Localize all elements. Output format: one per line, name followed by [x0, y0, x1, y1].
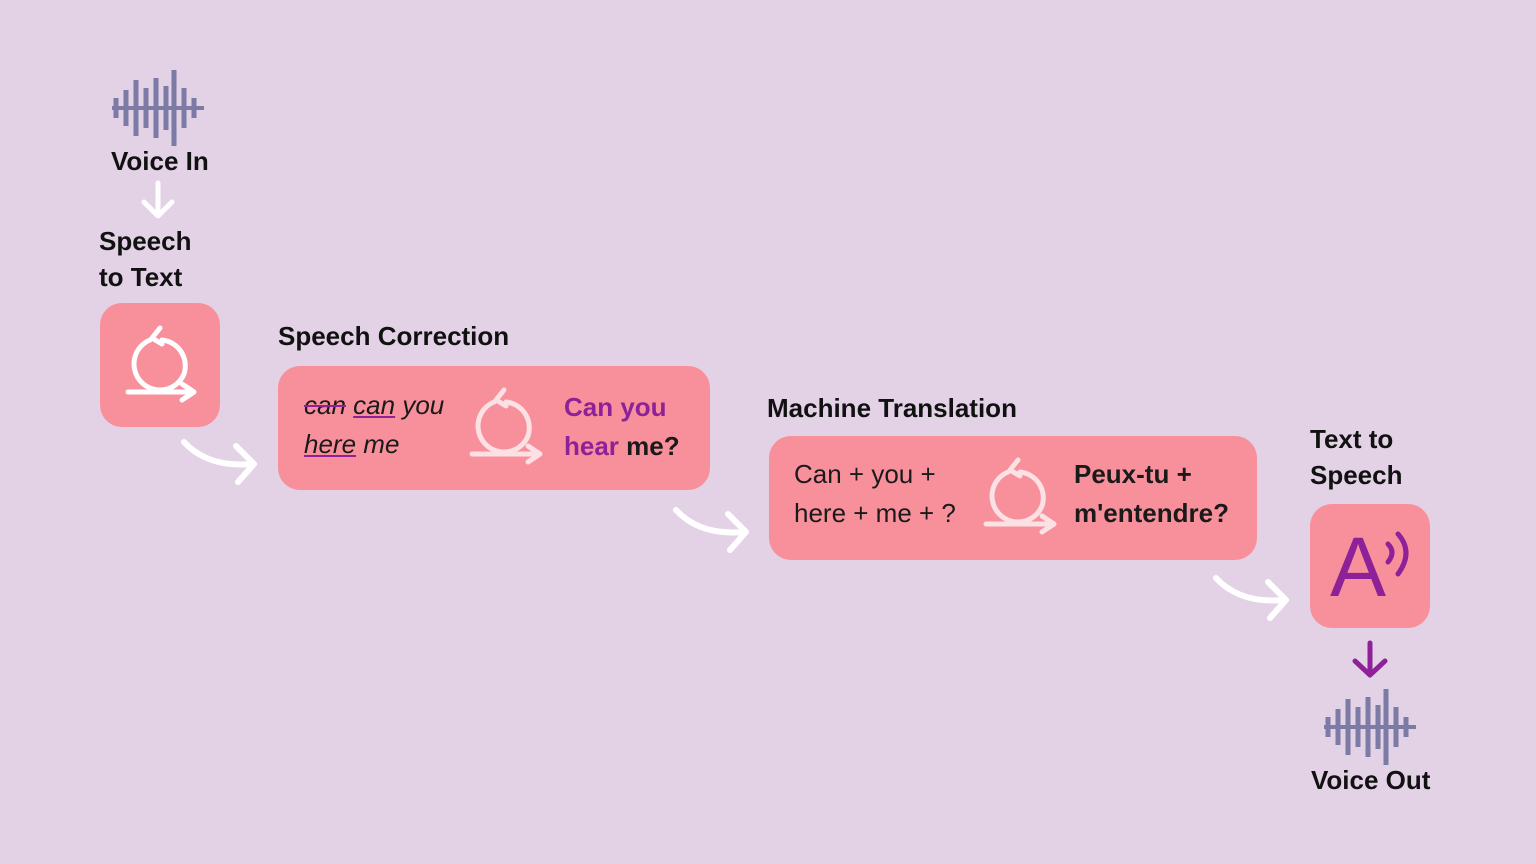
speech-to-text-box: [100, 303, 220, 427]
process-cycle-icon: [469, 387, 543, 465]
curved-arrow-icon: [1213, 575, 1289, 621]
voice-in-label: Voice In: [111, 146, 209, 176]
translation-output: Peux-tu + m'entendre?: [1074, 455, 1229, 533]
sound-waves-icon: [1385, 531, 1409, 577]
translation-input: Can + you + here + me + ?: [794, 455, 956, 533]
speech-correction-label: Speech Correction: [278, 321, 510, 351]
waveform-out-icon: [1324, 689, 1416, 765]
correction-input-line2: here me: [304, 425, 464, 464]
speech-to-text-line2: to Text: [99, 262, 183, 292]
curved-arrow-icon: [673, 507, 749, 553]
process-cycle-icon: [125, 325, 197, 403]
translation-output-line2: m'entendre?: [1074, 498, 1229, 528]
correction-input-line1: can can you: [304, 386, 464, 425]
corrected-word-can: can: [353, 390, 396, 420]
word-me: me: [363, 429, 400, 459]
text-to-speech-line1: Text to: [1310, 424, 1394, 454]
translation-output-line1: Peux-tu +: [1074, 459, 1192, 489]
speech-to-text-label: Speech to Text: [99, 223, 192, 295]
word-you: you: [402, 390, 445, 420]
output-me: me?: [626, 431, 680, 461]
output-hear: hear: [564, 431, 619, 461]
correction-output-line2: hear me?: [564, 427, 680, 466]
text-to-speech-box: [1310, 504, 1430, 628]
machine-translation-label: Machine Translation: [767, 393, 1017, 423]
curved-arrow-icon: [181, 439, 257, 485]
text-to-speech-line2: Speech: [1310, 460, 1403, 490]
down-arrow-icon: [141, 180, 175, 219]
struck-word: can: [304, 390, 346, 420]
correction-input: can can you here me: [304, 386, 464, 464]
speech-correction-box: [278, 366, 710, 490]
waveform-in-icon: [112, 70, 204, 146]
process-cycle-icon: [983, 457, 1057, 535]
speech-to-text-line1: Speech: [99, 226, 192, 256]
down-arrow-icon: [1352, 640, 1388, 678]
output-can-you: Can you: [564, 392, 667, 422]
translation-input-line1: Can + you +: [794, 459, 936, 489]
text-to-speech-label: Text to Speech: [1310, 421, 1403, 493]
read-aloud-glyph: A: [1330, 520, 1387, 614]
correction-output: Can you hear me?: [564, 388, 680, 466]
machine-translation-box: [769, 436, 1257, 560]
voice-out-label: Voice Out: [1311, 765, 1431, 795]
word-here: here: [304, 429, 357, 459]
translation-input-line2: here + me + ?: [794, 498, 956, 528]
